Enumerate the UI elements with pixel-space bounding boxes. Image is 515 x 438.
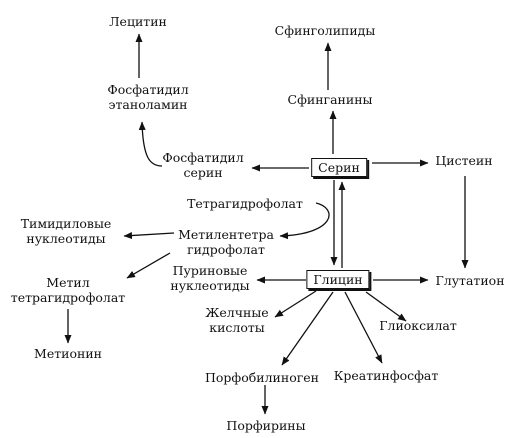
node-lecithin: Лецитин (109, 14, 167, 29)
arrow-glycine-to-porphobilinogen (281, 291, 334, 366)
node-bile-acids: Желчные кислоты (205, 305, 269, 335)
arrow-methylene-thf-to-methyl-thf (126, 252, 171, 279)
arrow-glycine-to-creatine-phosphate (344, 291, 383, 364)
arrow-methylene-thf-to-thymidyl (123, 232, 175, 240)
node-cysteine: Цистеин (435, 153, 493, 168)
node-tetrahydrofolate: Тетрагидрофолат (187, 196, 303, 211)
node-sphinganines: Сфинганины (287, 92, 373, 107)
node-thymidyl-nucleotides: Тимидиловые нуклеотиды (20, 216, 112, 246)
arrow-ps-to-pe (138, 121, 163, 167)
arrow-glycine-to-glyoxylate (365, 291, 407, 322)
node-porphyrins: Порфирины (226, 418, 306, 433)
node-porphobilinogen: Порфобилиноген (204, 370, 320, 385)
node-glyoxylate: Глиоксилат (379, 318, 457, 333)
arrow-thf-to-methylene-thf (279, 202, 330, 240)
node-methylenetetrahydrofolate: Метилентетра гидрофолат (178, 227, 274, 257)
node-phosphatidylserine: Фосфатидил серин (162, 150, 244, 180)
node-methionine: Метионин (34, 346, 102, 361)
node-creatine-phosphate: Креатинфосфат (333, 368, 439, 383)
node-sphingolipids: Сфинголипиды (274, 23, 376, 38)
node-methyltetrahydrofolate: Метил тетрагидрофолат (10, 275, 126, 305)
node-glycine-box: Глицин (306, 270, 370, 289)
node-glutathione: Глутатион (435, 273, 505, 288)
node-phosphatidylethanolamine: Фосфатидил этаноламин (107, 82, 189, 112)
arrow-glycine-to-bile-acids (274, 290, 317, 318)
node-serine-box: Серин (311, 158, 367, 177)
node-purine-nucleotides: Пуриновые нуклеотиды (170, 263, 250, 293)
